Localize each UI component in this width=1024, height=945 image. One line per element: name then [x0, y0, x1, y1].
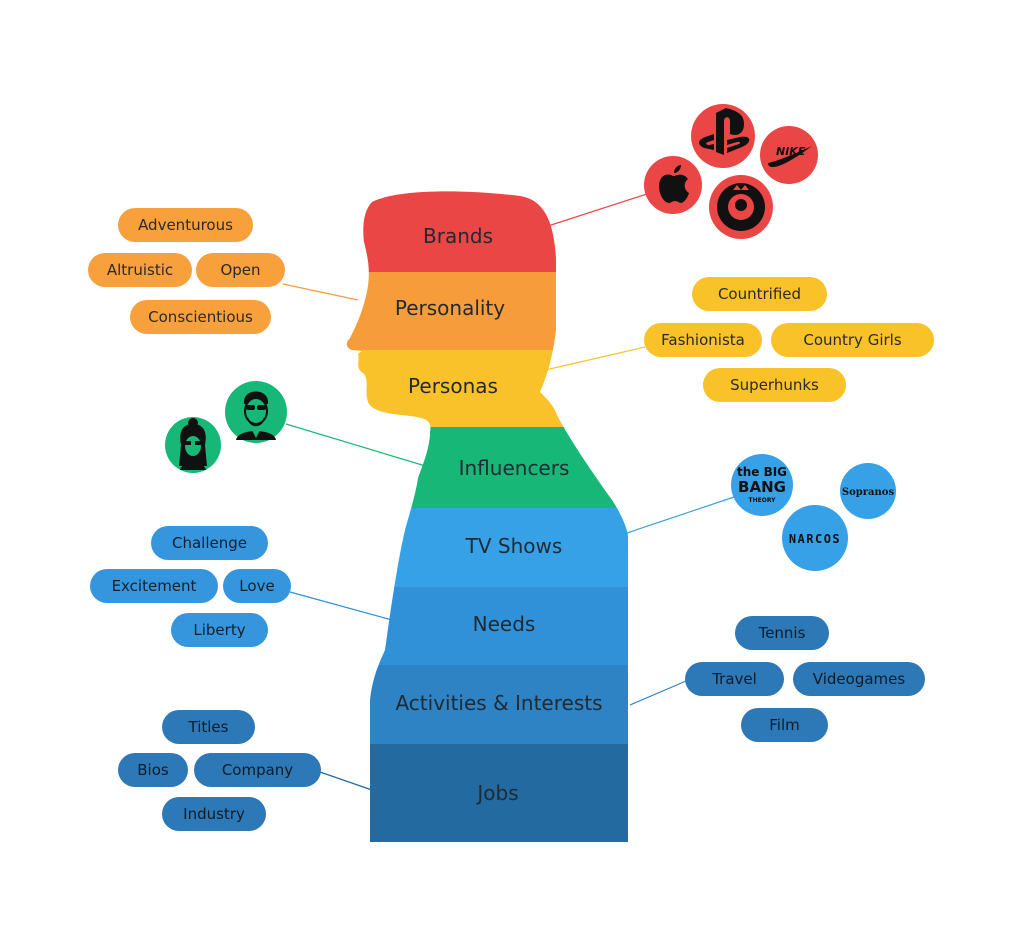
connector-personality: [282, 283, 359, 301]
connector-needs: [289, 591, 393, 621]
band-label-jobs: Jobs: [475, 781, 518, 805]
band-jobs: [346, 744, 628, 842]
personality-tag-adventurous: Adventurous: [118, 208, 253, 242]
connector-activities: [629, 680, 687, 706]
nike-logo: NIKE: [760, 126, 818, 184]
need-tag-love: Love: [223, 569, 291, 603]
sopranos-text: Sopranos: [842, 487, 895, 498]
band-needs: [346, 587, 628, 665]
personality-tag-conscientious: Conscientious: [130, 300, 271, 334]
activity-tag-film: Film: [741, 708, 828, 742]
head-silhouette: [346, 191, 628, 842]
starbucks-logo: [709, 175, 773, 239]
narcos-text: NARCOS: [789, 532, 841, 546]
need-tag-challenge: Challenge: [151, 526, 268, 560]
persona-tag-countrified: Countrified: [692, 277, 827, 311]
band-label-needs: Needs: [473, 612, 536, 636]
band-label-personality: Personality: [395, 296, 505, 320]
connector-brands: [547, 192, 651, 227]
activity-tag-tennis: Tennis: [735, 616, 829, 650]
playstation-logo: [691, 104, 755, 168]
man-avatar-icon: [225, 381, 287, 443]
activity-tag-videogames: Videogames: [793, 662, 925, 696]
band-label-activities: Activities & Interests: [395, 691, 602, 715]
narcos-logo: NARCOS: [782, 505, 848, 571]
personality-tag-open: Open: [196, 253, 285, 287]
need-tag-liberty: Liberty: [171, 613, 268, 647]
persona-tag-superhunks: Superhunks: [703, 368, 846, 402]
big-bang-line2: BANG: [738, 478, 786, 496]
persona-tag-fashionista: Fashionista: [644, 323, 762, 357]
need-tag-excitement: Excitement: [90, 569, 218, 603]
band-label-brands: Brands: [423, 224, 493, 248]
woman-avatar-icon: [165, 417, 221, 473]
band-activities: [346, 665, 628, 744]
nike-text: NIKE: [776, 145, 806, 158]
big-bang-theory-logo: the BIG BANG THEORY: [731, 454, 793, 516]
apple-logo: [644, 156, 702, 214]
persona-tag-country-girls: Country Girls: [771, 323, 934, 357]
connector-jobs: [319, 771, 373, 791]
connector-influencers: [285, 423, 433, 469]
personality-tag-altruistic: Altruistic: [88, 253, 192, 287]
sopranos-logo: Sopranos: [840, 463, 896, 519]
job-tag-titles: Titles: [162, 710, 255, 744]
activity-tag-travel: Travel: [685, 662, 784, 696]
big-bang-line1: the BIG: [737, 465, 787, 479]
job-tag-company: Company: [194, 753, 321, 787]
job-tag-industry: Industry: [162, 797, 266, 831]
big-bang-line3: THEORY: [749, 497, 777, 504]
band-label-influencers: Influencers: [459, 456, 570, 480]
band-label-personas: Personas: [408, 374, 498, 398]
band-label-tv-shows: TV Shows: [465, 534, 563, 558]
connector-tv-shows: [623, 496, 735, 535]
job-tag-bios: Bios: [118, 753, 188, 787]
